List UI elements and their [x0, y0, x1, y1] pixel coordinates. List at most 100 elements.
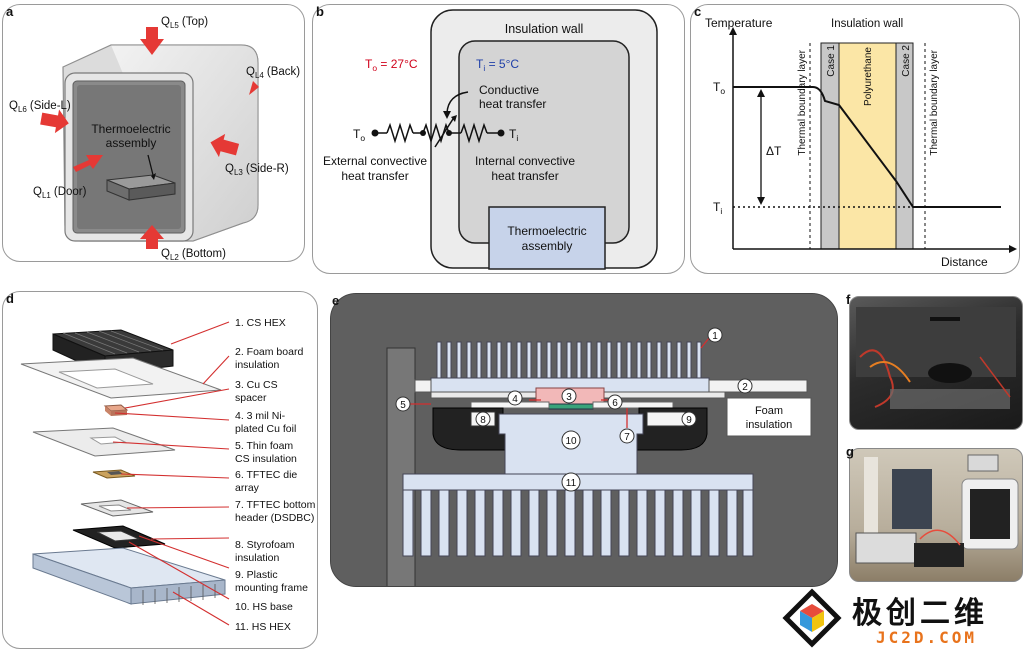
- conductive-line2: heat transfer: [479, 97, 546, 111]
- load-back-label: Q: [246, 66, 255, 78]
- load-side-r-label: Q: [225, 163, 234, 175]
- marker-1: 1: [712, 331, 718, 342]
- external-line1: External convective: [323, 154, 427, 168]
- svg-text:QL1(Door): QL1(Door): [33, 186, 87, 200]
- arrow-side-r-icon: [210, 133, 240, 158]
- photo-f: [849, 296, 1023, 430]
- load-top-label: Q: [161, 16, 170, 28]
- d-item-8b: insulation: [235, 552, 280, 564]
- panel-d-exploded-view: 1. CS HEX 2. Foam board insulation 3. Cu…: [20, 317, 316, 633]
- panel-label-e: e: [332, 293, 340, 308]
- d-item-3a: 3. Cu CS: [235, 379, 278, 391]
- x-axis-label: Distance: [941, 255, 988, 269]
- marker-8: 8: [480, 415, 486, 426]
- marker-5: 5: [400, 400, 406, 411]
- foam-line1: Foam: [755, 405, 783, 417]
- d-item-4b: plated Cu foil: [235, 423, 296, 435]
- load-bottom-label: Q: [161, 248, 170, 260]
- panel-label-g: g: [846, 444, 854, 459]
- panel-b: Insulation wall To = 27°C Ti = 5°C Condu…: [312, 4, 685, 274]
- svg-text:QL5(Top): QL5(Top): [161, 16, 208, 30]
- boundary-left-label: Thermal boundary layer: [797, 49, 808, 155]
- arrow-door-icon: [73, 155, 103, 172]
- panel-label-a: a: [6, 4, 14, 19]
- panel-label-c: c: [694, 4, 702, 19]
- panel-label-b: b: [316, 4, 324, 19]
- panel-b-diagram: Insulation wall To = 27°C Ti = 5°C Condu…: [323, 9, 658, 270]
- to-label-c: To: [713, 80, 725, 96]
- panel-a-illustration: QL5(Top) QL4(Back) QL6(Side-L) QL3(Side-…: [9, 16, 300, 262]
- internal-line1: Internal convective: [475, 154, 575, 168]
- arrow-top-icon: [140, 27, 164, 55]
- panel-d: 1. CS HEX 2. Foam board insulation 3. Cu…: [2, 291, 318, 649]
- case2-label: Case 2: [901, 45, 912, 77]
- panel-e-cross-section: Foam insulation 1 2 3: [331, 294, 837, 586]
- marker-11: 11: [566, 478, 577, 489]
- watermark-cn: 极创二维: [852, 596, 988, 631]
- marker-6: 6: [612, 398, 618, 409]
- arrow-side-l-icon: [40, 109, 69, 134]
- assembly-label-line1: Thermoelectric: [91, 122, 170, 136]
- photo-g-sketch: [855, 454, 1019, 567]
- d-item-9b: mounting frame: [235, 582, 308, 594]
- conductive-line1: Conductive: [479, 83, 539, 97]
- resistor-network: [375, 118, 501, 148]
- d-item-7a: 7. TFTEC bottom: [235, 499, 316, 511]
- to-value-label: To = 27°C: [365, 57, 418, 73]
- watermark: 极创二维 JC2D.COM: [780, 586, 1020, 650]
- marker-9: 9: [686, 415, 692, 426]
- node-to-label: To: [353, 127, 365, 143]
- arrow-back-icon: [249, 81, 259, 95]
- marker-4: 4: [512, 394, 518, 405]
- panel-label-d: d: [6, 291, 14, 306]
- d-item-10: 10. HS base: [235, 601, 293, 613]
- foam-line2: insulation: [746, 419, 792, 431]
- wall-label: Insulation wall: [505, 22, 584, 36]
- svg-text:QL6(Side-L): QL6(Side-L): [9, 100, 71, 114]
- d-item-2b: insulation: [235, 359, 280, 371]
- svg-text:QL4(Back): QL4(Back): [246, 66, 300, 80]
- panel-c-diagram: ΔT Temperature Distance Insulation wall …: [705, 16, 1017, 269]
- ti-label-c: Ti: [713, 200, 722, 216]
- d-item-2a: 2. Foam board: [235, 346, 303, 358]
- polyurethane-label: Polyurethane: [863, 47, 874, 106]
- marker-2: 2: [742, 382, 748, 393]
- d-item-9a: 9. Plastic: [235, 569, 278, 581]
- photo-f-sketch: [856, 307, 1016, 409]
- wall-label-c: Insulation wall: [831, 18, 903, 30]
- d-item-5a: 5. Thin foam: [235, 440, 293, 452]
- d-item-4a: 4. 3 mil Ni-: [235, 410, 286, 422]
- d-item-3b: spacer: [235, 392, 267, 404]
- load-side-l-label: Q: [9, 100, 18, 112]
- watermark-logo-icon: [782, 588, 842, 648]
- case1-label: Case 1: [826, 45, 837, 77]
- marker-3: 3: [566, 392, 572, 403]
- panel-label-f: f: [846, 292, 851, 307]
- marker-7: 7: [624, 432, 630, 443]
- te-line2: assembly: [522, 239, 573, 253]
- temperature-profile: [733, 86, 1001, 208]
- svg-text:QL2(Bottom): QL2(Bottom): [161, 248, 226, 262]
- d-item-11: 11. HS HEX: [235, 621, 291, 633]
- arrow-bottom-icon: [140, 225, 164, 249]
- d-item-6a: 6. TFTEC die: [235, 469, 297, 481]
- te-line1: Thermoelectric: [507, 224, 586, 238]
- svg-text:QL3(Side-R): QL3(Side-R): [225, 163, 289, 177]
- panel-a: QL5(Top) QL4(Back) QL6(Side-L) QL3(Side-…: [2, 4, 305, 262]
- load-door-label: Q: [33, 186, 42, 198]
- marker-10: 10: [565, 436, 577, 447]
- external-line2: heat transfer: [341, 169, 408, 183]
- boundary-right-label: Thermal boundary layer: [929, 49, 940, 155]
- photo-g: [849, 448, 1023, 582]
- polyurethane-region: [838, 42, 897, 250]
- internal-line2: heat transfer: [491, 169, 558, 183]
- ti-value-label: Ti = 5°C: [476, 57, 519, 73]
- d-item-7b: header (DSDBC): [235, 512, 314, 524]
- panel-c: ΔT Temperature Distance Insulation wall …: [690, 4, 1020, 274]
- watermark-en: JC2D.COM: [876, 628, 978, 647]
- d-item-8a: 8. Styrofoam: [235, 539, 295, 551]
- y-axis-label: Temperature: [705, 16, 773, 30]
- assembly-label-line2: assembly: [106, 136, 157, 150]
- d-item-1: 1. CS HEX: [235, 317, 286, 329]
- node-ti-label: Ti: [509, 127, 518, 143]
